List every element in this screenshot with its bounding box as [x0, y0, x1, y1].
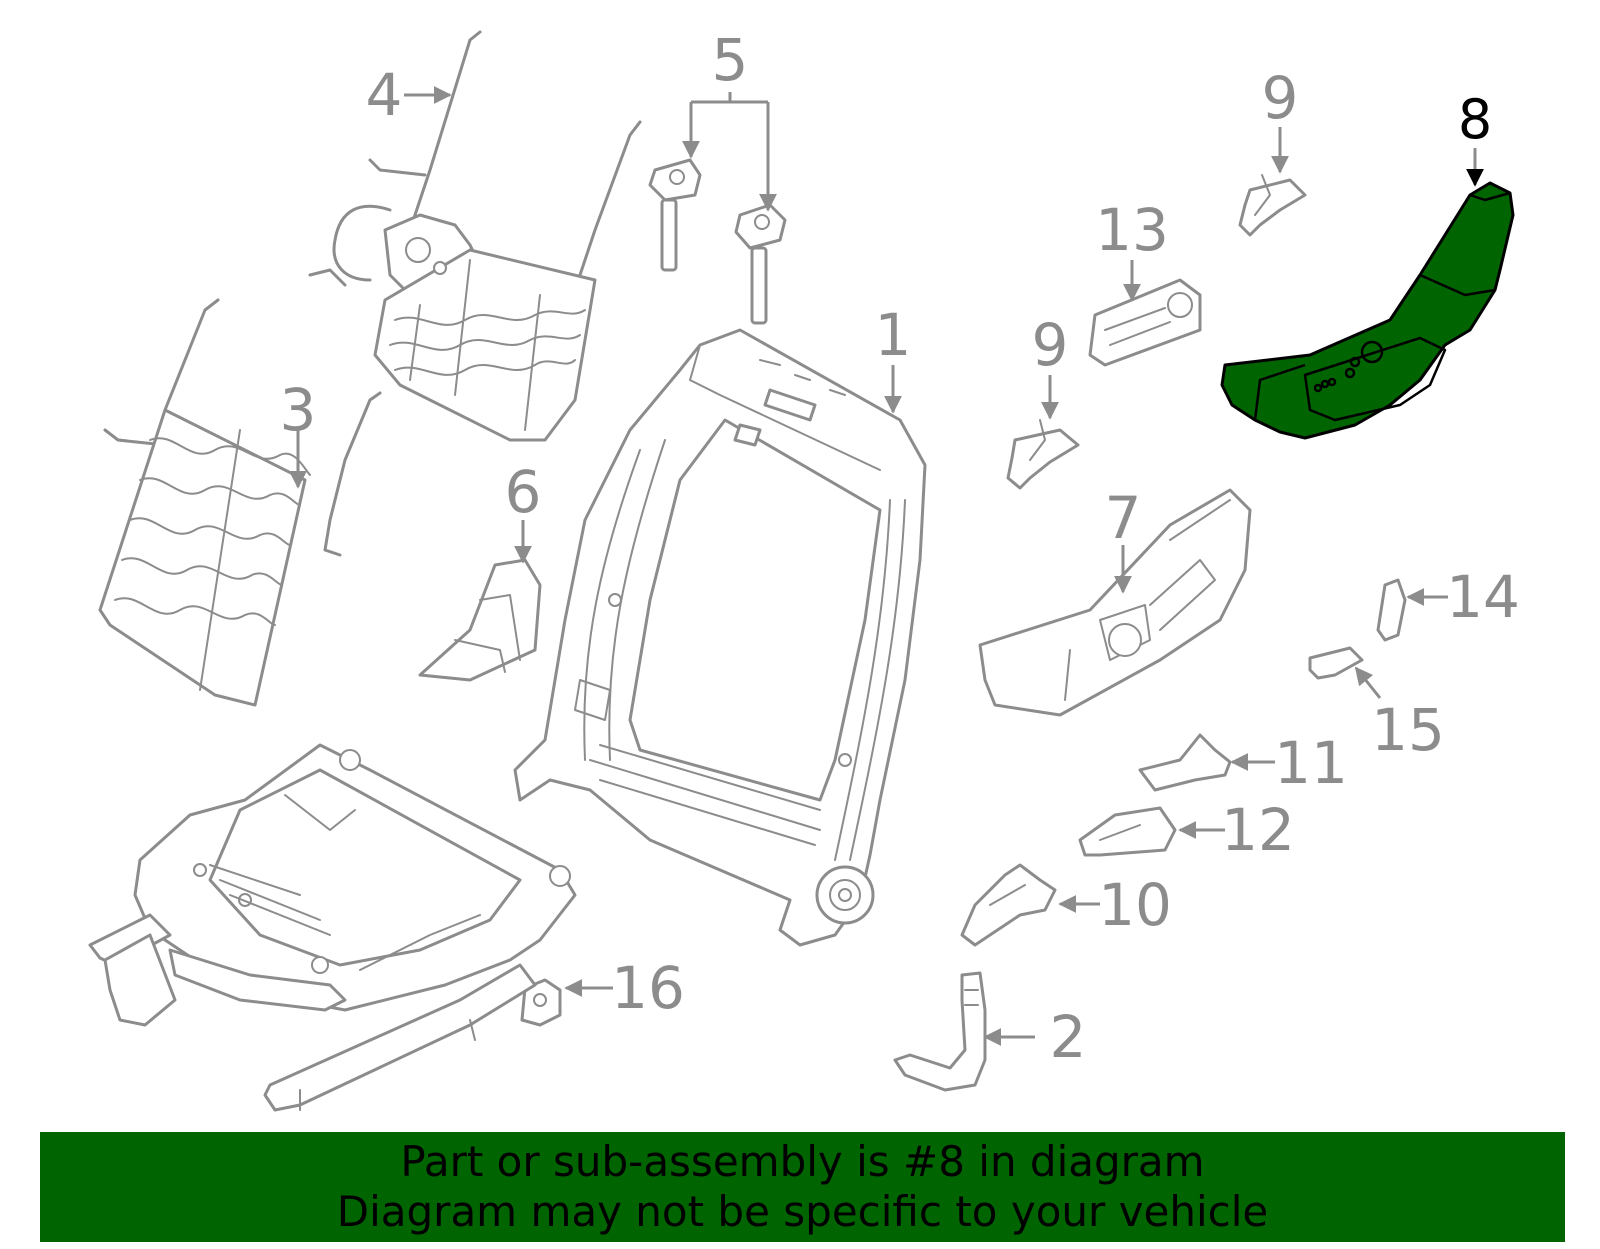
callout-1: 1 — [875, 301, 912, 369]
part-16-bracket[interactable] — [520, 978, 562, 1027]
part-12-cover[interactable] — [1078, 806, 1177, 857]
callout-6: 6 — [505, 458, 542, 526]
part-9-bracket-lower[interactable] — [1006, 419, 1080, 490]
part-7-side-cover[interactable] — [978, 488, 1252, 717]
info-banner: Part or sub-assembly is #8 in diagram Di… — [40, 1132, 1565, 1242]
callout-12: 12 — [1221, 796, 1295, 864]
part-14-knob-cover[interactable] — [1376, 578, 1407, 642]
callout-9-upper: 9 — [1262, 64, 1299, 132]
part-9-bracket-upper[interactable] — [1238, 174, 1307, 237]
callout-8: 8 — [1458, 88, 1492, 151]
part-10-bracket[interactable] — [960, 863, 1057, 947]
part-15-knob-cover[interactable] — [1308, 646, 1364, 680]
callout-9-lower: 9 — [1032, 311, 1069, 379]
leader-lines — [289, 86, 1484, 1046]
part-4-lumbar-support[interactable] — [308, 30, 642, 442]
callout-10: 10 — [1098, 871, 1172, 939]
callout-labels: 1 2 3 4 5 6 7 8 9 9 10 11 12 13 14 15 16 — [280, 26, 1520, 1071]
callout-2: 2 — [1050, 1003, 1087, 1071]
callout-4: 4 — [366, 61, 403, 129]
part-3-seat-spring[interactable] — [98, 298, 382, 707]
part-6-bracket[interactable] — [418, 558, 542, 682]
part-2-cable-guide[interactable] — [893, 971, 987, 1092]
callout-16: 16 — [611, 954, 685, 1022]
banner-line-disclaimer: Diagram may not be specific to your vehi… — [336, 1187, 1269, 1236]
callout-3: 3 — [280, 376, 317, 444]
banner-line-part: Part or sub-assembly is #8 in diagram — [400, 1137, 1205, 1186]
part-11-bracket[interactable] — [1138, 733, 1232, 792]
part-5-headrest-guide[interactable] — [648, 158, 787, 325]
callout-7: 7 — [1105, 484, 1142, 552]
callout-13: 13 — [1095, 196, 1169, 264]
callout-15: 15 — [1371, 696, 1445, 764]
part-1-seat-back-frame[interactable] — [513, 328, 927, 947]
callout-11: 11 — [1274, 729, 1348, 797]
callout-5: 5 — [712, 26, 749, 94]
part-8-highlighted-side-trim[interactable] — [1220, 181, 1515, 440]
callout-14: 14 — [1446, 563, 1520, 631]
part-13-switch-module[interactable] — [1088, 278, 1202, 367]
seat-cushion-frame[interactable] — [88, 743, 577, 1112]
